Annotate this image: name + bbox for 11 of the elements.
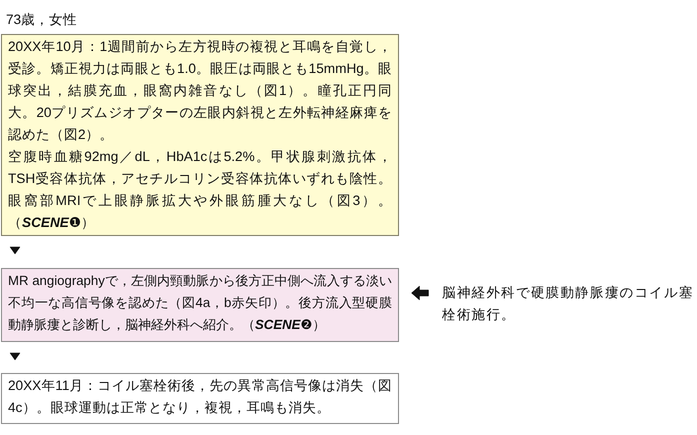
paragraph: MR angiographyで，左側内頸動脈から後方正中側へ流入する淡い不均一な高信号像を認めた（図4a，b赤矢印）。後方流入型硬膜動静脈瘻と診断し，脳神経外科へ紹介。（SCENE❷） — [8, 272, 392, 334]
text-box — [1, 373, 399, 424]
paragraph: 20XX年10月：1週間前から左方視時の複視と耳鳴を自覚し，受診。矯正視力は両眼とも1.0。眼圧は両眼とも15mmHg。眼球突出，結膜充血，眼窩内雑音なし（図1）。瞳孔正円同大。20プリズムジオプターの左眼内斜視と左外転神経麻痺を認めた（図2）。 — [8, 38, 392, 144]
paragraph: 空腹時血糖92mg／dL，HbA1cは5.2%。甲状腺刺激抗体，TSH受容体抗体，アセチルコリン受容体抗体いずれも陰性。眼窩部MRIで上眼静脈拡大や外眼筋腫大なし（図3）。（SCENE❶） — [8, 148, 392, 232]
note-text: 脳神経外科で硬膜動静脈瘻のコイル塞栓術施行。 — [442, 282, 697, 326]
text-box — [1, 268, 399, 342]
arrow — [411, 286, 429, 300]
title: 73歳，女性 — [6, 11, 78, 29]
paragraph: 20XX年11月：コイル塞栓術後，先の異常高信号像は消失（図4c）。眼球運動は正常となり，複視，耳鳴も消失。 — [8, 377, 392, 417]
arrow — [10, 352, 20, 360]
text-box — [1, 34, 399, 236]
